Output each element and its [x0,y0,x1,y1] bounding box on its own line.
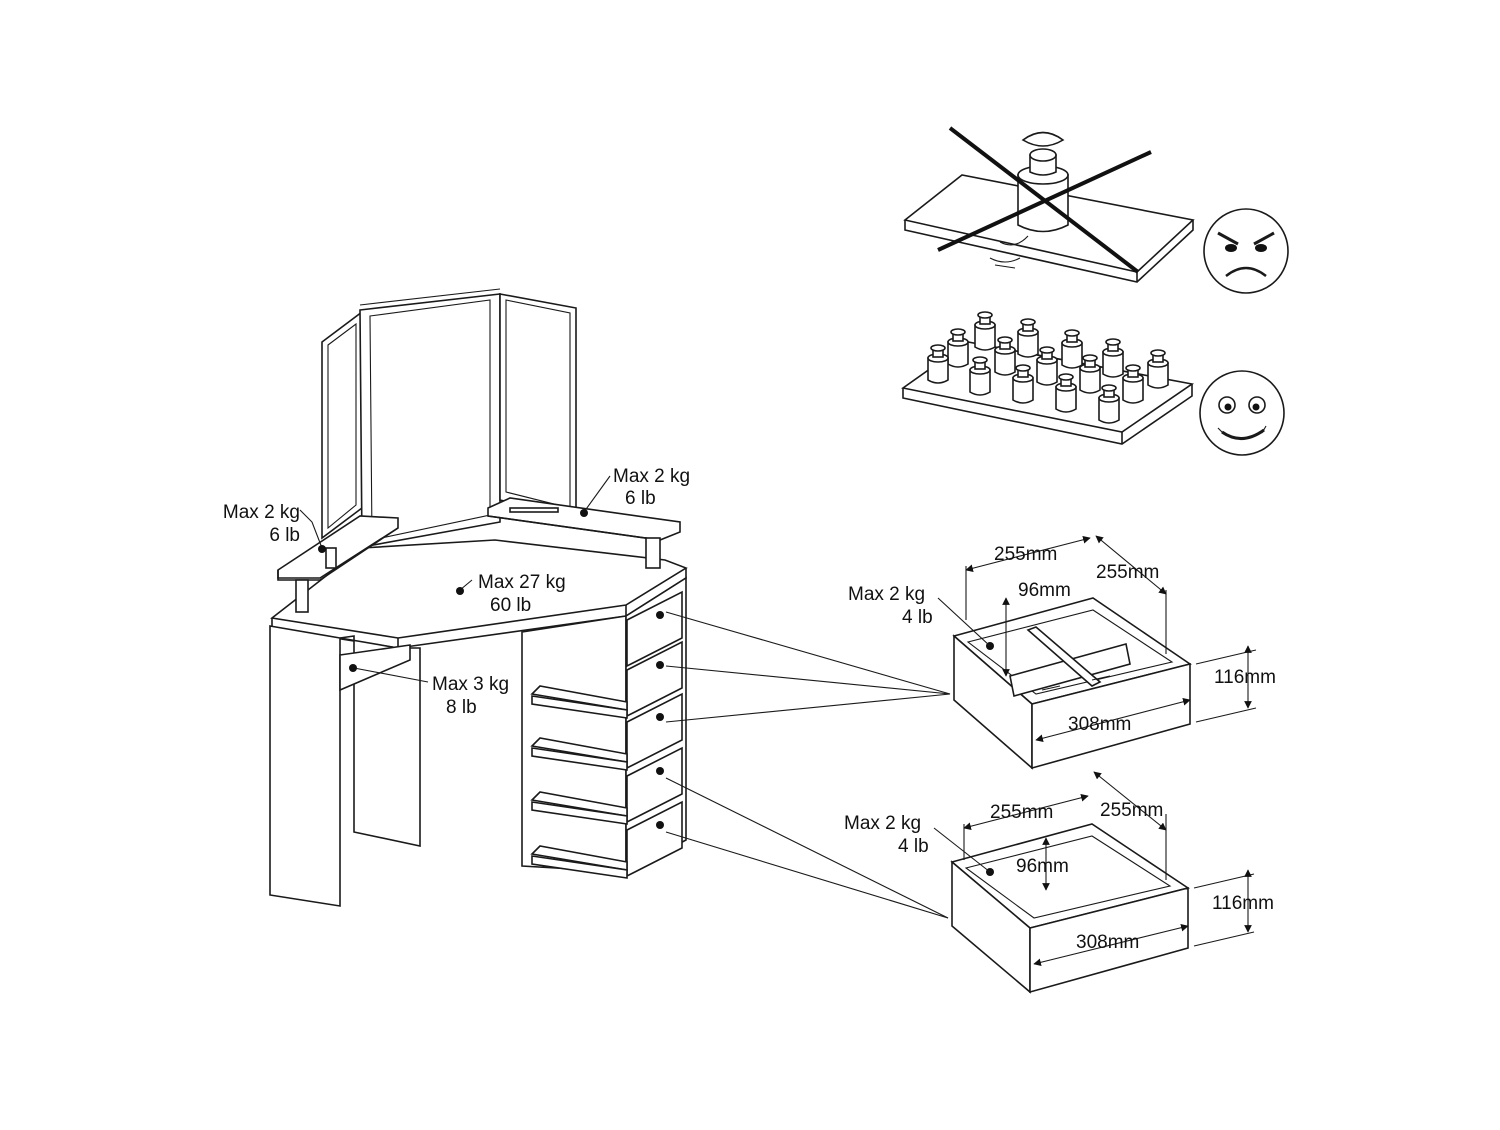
small-weight [1012,364,1034,404]
small-weights [927,311,1169,424]
distributed-load-correct [901,311,1285,456]
drawer-knob [656,661,664,669]
desktop-lb: 60 lb [490,595,531,616]
small-weight [1036,346,1058,386]
drawer-knob [656,767,664,775]
drawer1-height: 116mm [1214,667,1276,688]
drawer-detail-with-divider: Max 2 kg 4 lb 255mm 255mm 96mm 116mm 308… [848,535,1276,770]
angry-face-icon [1203,208,1289,294]
center-mirror [359,293,501,548]
small-weight [927,344,949,384]
drawer2-front-width: 308mm [1076,932,1139,953]
left-shelf-lb: 6 lb [269,525,300,546]
right-shelf-lb: 6 lb [625,488,656,509]
left-shelf-kg: Max 2 kg [223,502,300,523]
drawer1-width-left: 255mm [994,544,1057,565]
cabinet-drawers [530,590,683,879]
load-label-bottom-shelf: Max 3 kg 8 lb [349,664,509,718]
right-mirror [499,293,577,520]
small-weight [1098,384,1120,424]
corner-vanity-table [269,288,688,907]
drawer-cabinet [521,576,687,879]
bottom-shelf [339,644,411,692]
drawer2-height: 116mm [1212,893,1274,914]
drawer2-inner-height: 96mm [1016,856,1069,877]
callout-line [665,693,951,723]
callout-line [665,611,951,695]
drawer2-load-kg: Max 2 kg [844,813,921,834]
callout-line [665,777,949,919]
load-label-right-shelf: Max 2 kg 6 lb [580,466,690,517]
small-weight [1079,354,1101,394]
load-label-left-shelf: Max 2 kg 6 lb [223,502,326,553]
bottom-shelf-lb: 8 lb [446,697,477,718]
heavy-weight [1017,131,1069,233]
mirror-panels [321,288,577,548]
cabinet-drawer [530,800,683,879]
drawer1-load-lb: 4 lb [902,607,933,628]
small-weight [1017,318,1039,358]
drawer1-load-kg: Max 2 kg [848,584,925,605]
left-side-panel [269,625,341,907]
small-weight [969,356,991,396]
cabinet-drawer [530,640,683,719]
right-small-shelf [487,497,681,569]
cabinet-drawer [530,692,683,771]
small-weight [1055,373,1077,413]
cross-out-line [937,150,1152,252]
cabinet-drawer [626,590,683,668]
drawer2-width-right: 255mm [1100,800,1163,821]
concentrated-load-warning [903,126,1289,294]
drawer2-load-lb: 4 lb [898,836,929,857]
left-small-shelf [277,515,399,613]
right-shelf-kg: Max 2 kg [613,466,690,487]
desktop-kg: Max 27 kg [478,572,566,593]
drawer1-front-width: 308mm [1068,714,1131,735]
callout-line [665,665,951,695]
drawer1-width-right: 255mm [1096,562,1159,583]
drawer-knob [656,611,664,619]
desktop-surface [270,539,688,639]
drawer2-width-left: 255mm [990,802,1053,823]
callout-line [665,831,949,919]
smiling-face-icon [1199,370,1285,456]
cabinet-drawer [530,746,683,825]
small-weight [1102,338,1124,378]
load-label-desktop: Max 27 kg 60 lb [456,572,566,616]
drawer-callout-lines [665,611,951,919]
small-weight [947,328,969,368]
bottom-shelf-kg: Max 3 kg [432,674,509,695]
small-weight [1147,349,1169,389]
drawer-knob [656,821,664,829]
small-weight [1061,329,1083,369]
small-weight [974,311,996,351]
drawer-knob [656,713,664,721]
small-weight [994,336,1016,376]
drawer-detail-plain: Max 2 kg 4 lb 255mm 255mm 96mm 116mm 308… [844,771,1274,994]
drawer1-inner-height: 96mm [1018,580,1071,601]
small-weight [1122,364,1144,404]
